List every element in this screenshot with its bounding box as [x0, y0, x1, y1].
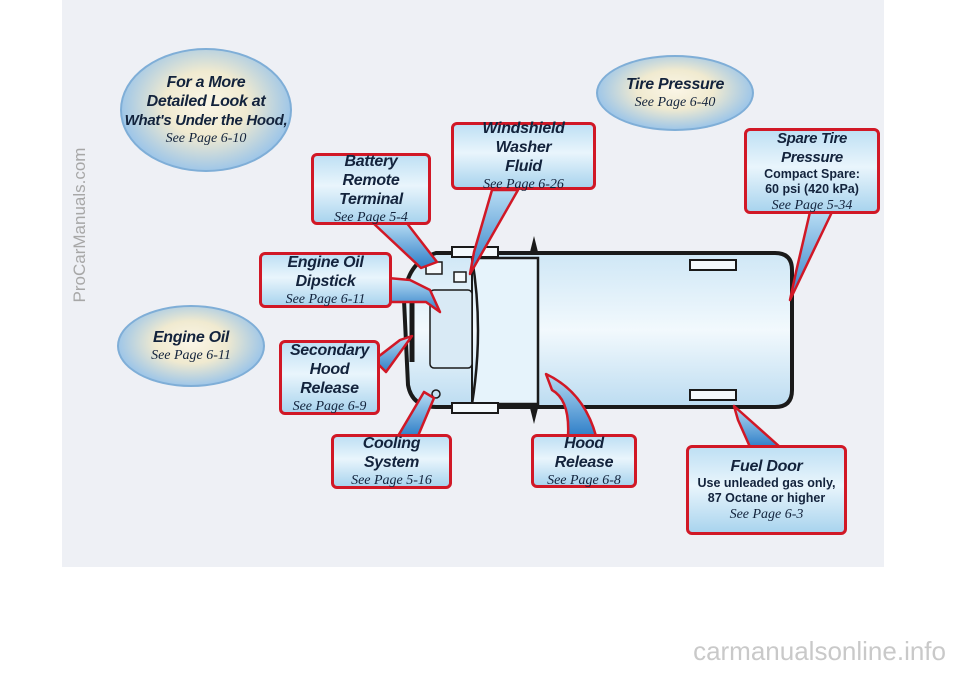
front-right-wheel [451, 402, 499, 414]
mirror-right [530, 408, 538, 424]
washer-reservoir [453, 271, 467, 283]
callout-washer-line2: Fluid [505, 158, 542, 175]
callout-fuel-title: Fuel Door [730, 458, 803, 475]
pointer-spare [788, 210, 834, 302]
callout-hood-release: Hood Release See Page 6-8 [531, 434, 637, 488]
callout-spare-tire-pressure: Spare Tire Pressure Compact Spare: 60 ps… [744, 128, 880, 214]
watermark-procarmanuals: ProCarManuals.com [70, 147, 89, 303]
pointer-fuel [732, 404, 782, 449]
pointer-hood-release [544, 372, 598, 438]
callout-battery-page: See Page 5-4 [334, 210, 408, 225]
callout-cooling-system: Cooling System See Page 5-16 [331, 434, 452, 489]
oval-engine-oil-title: Engine Oil [152, 329, 230, 346]
callout-spare-title: Spare Tire Pressure [776, 129, 848, 166]
oval-under-hood-line2: Detailed Look at [146, 93, 266, 110]
callout-spare-page: See Page 5-34 [771, 197, 853, 213]
callout-dipstick-page: See Page 6-11 [285, 291, 366, 307]
engine-block [429, 289, 473, 369]
callout-secondary-hood-release: Secondary Hood Release See Page 6-9 [279, 340, 380, 415]
van-top-view [401, 236, 794, 424]
windshield [470, 256, 540, 406]
callout-secondary-line2: Hood Release [300, 360, 359, 397]
callout-dipstick-title: Engine Oil Dipstick [287, 253, 364, 290]
callout-secondary-page: See Page 6-9 [292, 398, 367, 414]
oval-under-hood-page: See Page 6-10 [165, 131, 247, 146]
oval-tire-pressure: Tire Pressure See Page 6-40 [596, 55, 754, 131]
pointer-washer [468, 188, 520, 276]
callout-cooling-page: See Page 5-16 [351, 473, 432, 488]
oval-under-hood: For a More Detailed Look at What's Under… [120, 48, 292, 172]
callout-hood-release-page: See Page 6-8 [547, 472, 621, 488]
callout-fuel-page: See Page 6-3 [729, 507, 804, 522]
rear-left-wheel [689, 259, 737, 271]
oval-under-hood-line1: For a More [166, 74, 246, 91]
oval-engine-oil-page: See Page 6-11 [151, 348, 231, 363]
callout-fuel-line1: Use unleaded gas only, [697, 476, 836, 490]
callout-washer-page: See Page 6-26 [483, 177, 564, 192]
callout-secondary-line1: Secondary [289, 341, 370, 359]
oval-under-hood-line3: What's Under the Hood, [124, 112, 288, 129]
callout-cooling-title: Cooling System [362, 435, 421, 471]
rear-right-wheel [689, 389, 737, 401]
oval-tire-pressure-page: See Page 6-40 [634, 95, 716, 110]
pointer-secondary [372, 334, 414, 374]
callout-spare-line1: Compact Spare: [764, 166, 860, 181]
watermark-carmanualsonline: carmanualsonline.info [693, 636, 946, 666]
mirror-left [530, 236, 538, 252]
callout-fuel-door: Fuel Door Use unleaded gas only, 87 Octa… [686, 445, 847, 535]
callout-battery-line2: Terminal [339, 191, 403, 208]
cap [431, 389, 441, 399]
callout-windshield-washer: Windshield Washer Fluid See Page 6-26 [451, 120, 596, 192]
callout-spare-line2: 60 psi (420 kPa) [765, 181, 859, 196]
callout-hood-release-title: Hood Release [554, 434, 614, 471]
oval-tire-pressure-title: Tire Pressure [625, 76, 725, 93]
callout-washer-line1: Windshield Washer [482, 120, 565, 156]
callout-battery-line1: Battery Remote [342, 153, 400, 189]
callout-battery-remote-terminal: Battery Remote Terminal See Page 5-4 [311, 153, 431, 225]
callout-fuel-line2: 87 Octane or higher [707, 491, 826, 505]
oval-engine-oil: Engine Oil See Page 6-11 [117, 305, 265, 387]
callout-engine-oil-dipstick: Engine Oil Dipstick See Page 6-11 [259, 252, 392, 308]
